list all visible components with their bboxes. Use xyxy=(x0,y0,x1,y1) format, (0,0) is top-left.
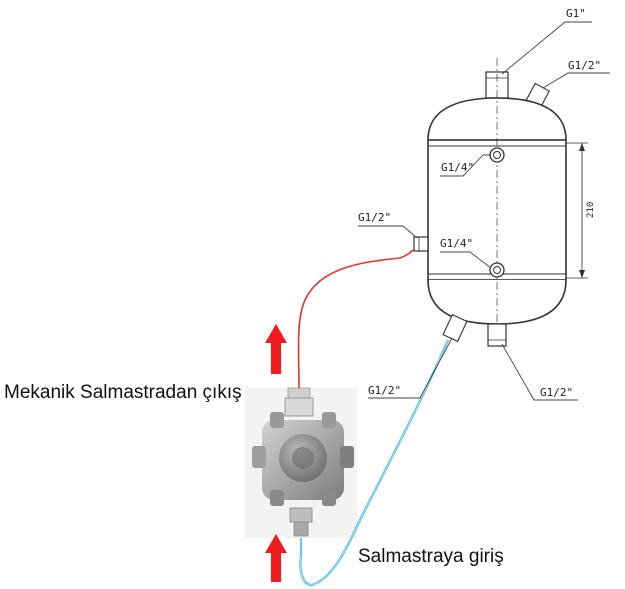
outlet-line xyxy=(297,249,414,389)
leader-lines xyxy=(358,21,610,401)
inlet-label: Salmastraya giriş xyxy=(358,546,504,567)
callout-side-port: G1/2" xyxy=(358,211,391,224)
outlet-arrow-icon xyxy=(265,324,287,374)
vessel-drawing xyxy=(413,58,588,347)
callout-upper-port: G1/4" xyxy=(441,161,474,174)
inlet-arrow-icon xyxy=(265,534,287,582)
callout-top-main: G1" xyxy=(566,7,586,20)
callout-lower-port: G1/4" xyxy=(440,237,473,250)
outlet-label: Mekanik Salmastradan çıkış xyxy=(4,382,242,403)
callout-bottom-right: G1/2" xyxy=(540,386,573,399)
callout-bottom-left: G1/2" xyxy=(368,384,401,397)
callout-top-side: G1/2" xyxy=(568,59,601,72)
dimension-label: 210 xyxy=(586,202,596,218)
mechanical-seal xyxy=(245,387,357,538)
